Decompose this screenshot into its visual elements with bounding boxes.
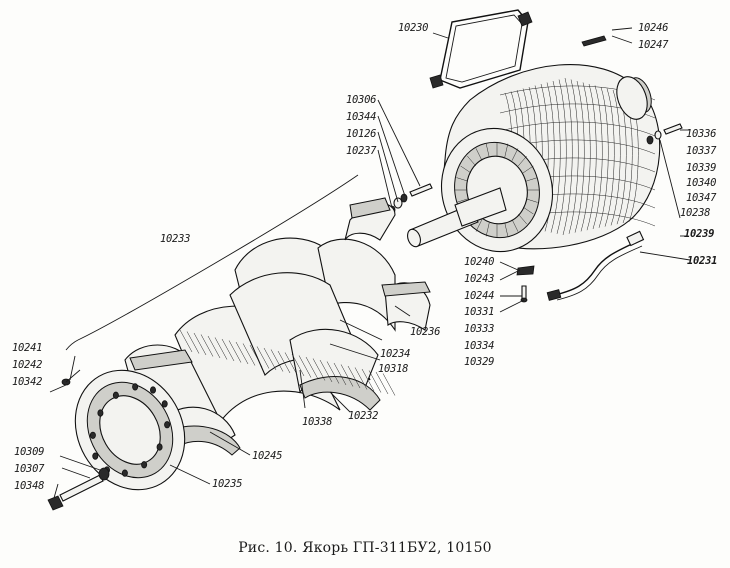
label-10245: 10245 [252,450,283,462]
label-10236: 10236 [410,326,441,338]
label-10242: 10242 [12,359,43,371]
label-10344: 10344 [346,111,377,123]
key-part [581,35,607,47]
label-10340: 10340 [686,177,717,189]
label-10126: 10126 [346,128,377,140]
label-10237: 10237 [346,145,377,157]
label-10243: 10243 [464,273,495,285]
label-10246: 10246 [638,22,669,34]
screw-group-right [646,123,683,145]
label-10336: 10336 [686,128,717,140]
label-10306: 10306 [346,94,377,106]
label-10342: 10342 [12,376,43,388]
label-10334: 10334 [464,340,495,352]
bolt-10309 [47,467,110,511]
label-10232: 10232 [348,410,379,422]
label-10309: 10309 [14,446,45,458]
screw-group-left [388,183,433,215]
label-10329: 10329 [464,356,495,368]
label-10337: 10337 [686,145,717,157]
label-10238: 10238 [680,207,711,219]
label-10348: 10348 [14,480,45,492]
bracket-10230 [429,9,533,89]
label-10239: 10239 [684,228,715,240]
label-10244: 10244 [464,290,495,302]
label-10241: 10241 [12,342,43,354]
figure-caption: Рис. 10. Якорь ГП-311БУ2, 10150 [238,540,492,556]
leader-lines [53,27,691,499]
label-10307: 10307 [14,463,45,475]
label-10230: 10230 [398,22,429,34]
label-10333: 10333 [464,323,495,335]
label-10247: 10247 [638,39,669,51]
label-10338: 10338 [302,416,333,428]
cable-10231 [546,230,645,301]
label-10235: 10235 [212,478,243,490]
terminal-10240 [516,265,535,303]
label-10347: 10347 [686,192,717,204]
label-10339: 10339 [686,162,717,174]
armature-core-assembly [407,64,661,253]
label-10318: 10318 [378,363,409,375]
label-10234: 10234 [380,348,411,360]
label-10331: 10331 [464,306,495,318]
label-10240: 10240 [464,256,495,268]
label-10233: 10233 [160,233,191,245]
exploded-sleeve-assembly [74,197,431,491]
bracket-line-10233 [77,174,359,341]
label-10231: 10231 [687,255,718,267]
